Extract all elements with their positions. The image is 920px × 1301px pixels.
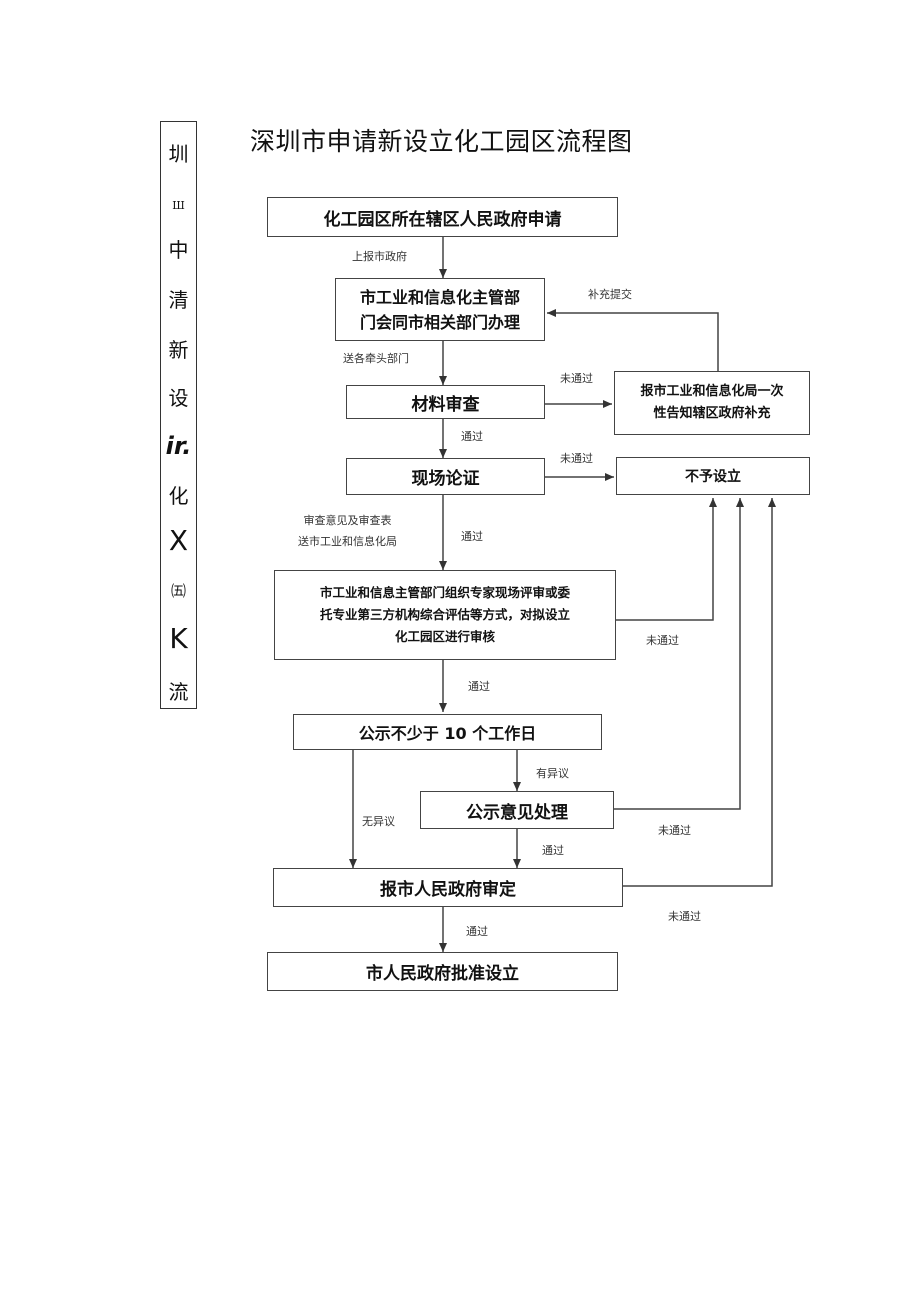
arrow-expert-to-reject — [616, 498, 717, 621]
node-site-demonstration: 现场论证 — [346, 458, 545, 495]
sidebar-char: 圳 — [168, 142, 189, 166]
node-supplement: 报市工业和信息化局一次 性告知辖区政府补充 — [614, 371, 810, 435]
sidebar-char: 设 — [168, 386, 189, 410]
arrow-report-to-reject — [623, 498, 776, 887]
sidebar-char: Ш — [172, 199, 185, 212]
edge-label: 未通过 — [668, 910, 701, 923]
sidebar-char: K — [169, 622, 188, 655]
sidebar-char: 新 — [168, 338, 189, 362]
sidebar-char: 清 — [168, 288, 189, 312]
edge-label: 通过 — [461, 430, 483, 443]
vertical-title-column: 圳 Ш 中 清 新 设 ir. 化 X ㈤ K 流 — [160, 121, 197, 709]
node-apply: 化工园区所在辖区人民政府申请 — [267, 197, 618, 237]
edge-label: 未通过 — [560, 372, 593, 385]
edge-label: 未通过 — [646, 634, 679, 647]
edge-label: 通过 — [542, 844, 564, 857]
node-reject: 不予设立 — [616, 457, 810, 495]
sidebar-char: ㈤ — [170, 582, 186, 600]
sidebar-char: 中 — [168, 238, 189, 262]
arrow-supplement-back — [547, 309, 719, 371]
node-objection-handling: 公示意见处理 — [420, 791, 614, 829]
node-approve: 市人民政府批准设立 — [267, 952, 618, 991]
edge-label: 通过 — [461, 530, 483, 543]
sidebar-char: X — [168, 524, 189, 557]
edge-label: 有异议 — [536, 767, 569, 780]
edge-label: 审查意见及审查表 送市工业和信息化局 — [298, 514, 397, 548]
node-publicity: 公示不少于 10 个工作日 — [293, 714, 602, 750]
edge-label: 送各牵头部门 — [343, 352, 409, 365]
edge-label: 通过 — [466, 925, 488, 938]
arrow-objection-to-reject — [614, 498, 744, 810]
node-material-review: 材料审查 — [346, 385, 545, 419]
node-report-government: 报市人民政府审定 — [273, 868, 623, 907]
edge-label: 未通过 — [658, 824, 691, 837]
sidebar-char: ir. — [165, 432, 192, 460]
node-city-dept: 市工业和信息化主管部 门会同市相关部门办理 — [335, 278, 545, 341]
sidebar-char: 化 — [168, 484, 189, 508]
edge-label: 无异议 — [362, 815, 395, 828]
edge-label: 未通过 — [560, 452, 593, 465]
node-expert-review: 市工业和信息主管部门组织专家现场评审或委 托专业第三方机构综合评估等方式，对拟设… — [274, 570, 616, 660]
sidebar-char: 流 — [168, 680, 189, 704]
edge-label: 通过 — [468, 680, 490, 693]
edge-label: 上报市政府 — [352, 250, 407, 263]
edge-label: 补充提交 — [588, 288, 632, 301]
page-title: 深圳市申请新设立化工园区流程图 — [250, 127, 633, 156]
